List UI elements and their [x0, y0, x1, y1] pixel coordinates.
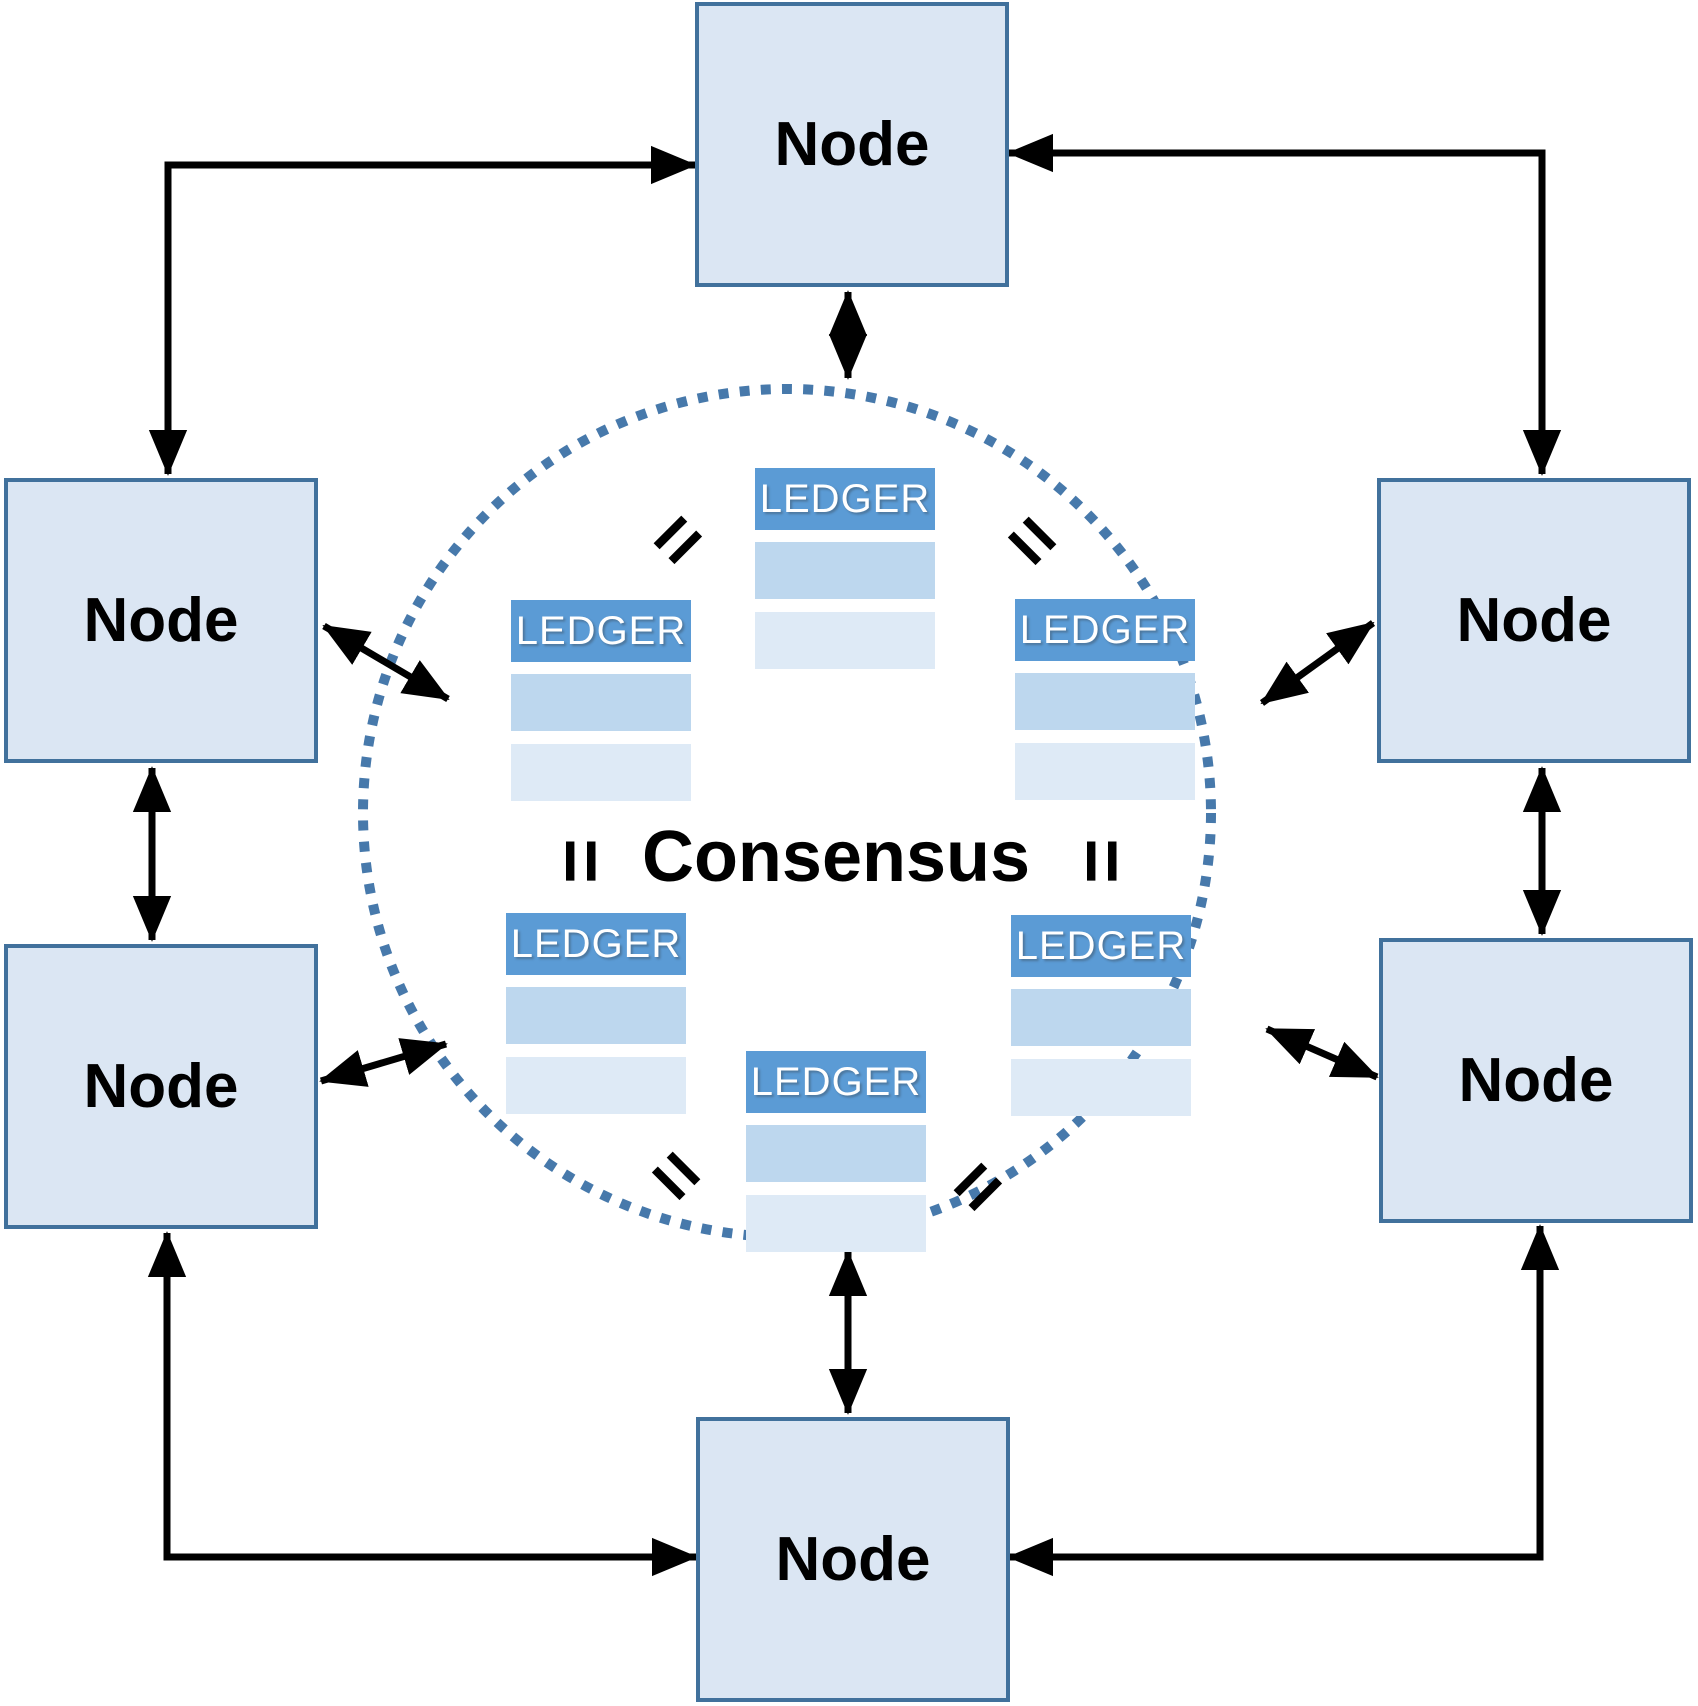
ledger-row	[746, 1125, 926, 1182]
ledger-row	[1011, 1059, 1191, 1116]
node-label: Node	[1456, 586, 1612, 655]
ledger-table-bottom-center: LEDGER	[746, 1051, 926, 1265]
ledger-row	[746, 1195, 926, 1252]
ledger-header: LEDGER	[1011, 915, 1191, 977]
ledger-table-top-center: LEDGER	[755, 468, 935, 682]
equals-symbol-bottom-left: =	[629, 1127, 725, 1223]
ledger-header: LEDGER	[1015, 599, 1195, 661]
node-box-left-lower: Node	[4, 944, 318, 1229]
arrow-leftlower-circle	[319, 1038, 448, 1087]
node-box-left-upper: Node	[4, 478, 318, 763]
ledger-row	[506, 987, 686, 1044]
node-label: Node	[775, 1525, 931, 1594]
ledger-table-upper-left: LEDGER	[511, 600, 691, 814]
arrow-bottomnode-leftlower	[147, 1231, 698, 1577]
equals-symbol-top-left: =	[629, 491, 725, 587]
ledger-header: LEDGER	[755, 468, 935, 530]
node-label: Node	[1458, 1046, 1614, 1115]
arrow-bottomnode-rightlower	[1007, 1224, 1560, 1577]
arrow-topnode-rightupper	[1007, 133, 1562, 476]
ledger-row	[511, 674, 691, 731]
ledger-row	[755, 612, 935, 669]
arrow-leftupper-circle	[322, 622, 450, 703]
arrow-rightupper-circle	[1259, 620, 1376, 706]
ledger-header: LEDGER	[746, 1051, 926, 1113]
ledger-table-lower-left: LEDGER	[506, 913, 686, 1127]
ledger-header: LEDGER	[506, 913, 686, 975]
node-label: Node	[83, 586, 239, 655]
arrow-rightlower-circle	[1265, 1025, 1379, 1081]
node-box-right-lower: Node	[1379, 938, 1693, 1223]
ledger-row	[755, 542, 935, 599]
ledger-row	[506, 1057, 686, 1114]
node-box-right-upper: Node	[1377, 478, 1691, 763]
ledger-table-lower-right: LEDGER	[1011, 915, 1191, 1129]
ledger-row	[1015, 743, 1195, 800]
arrow-topnode-leftupper	[148, 145, 697, 476]
ledger-header: LEDGER	[511, 600, 691, 662]
node-box-bottom: Node	[696, 1417, 1010, 1702]
ledger-row	[1011, 989, 1191, 1046]
node-label: Node	[774, 110, 930, 179]
consensus-label: Consensus	[641, 817, 1031, 897]
ledger-row	[1015, 673, 1195, 730]
ledger-table-upper-right: LEDGER	[1015, 599, 1195, 813]
ledger-row	[511, 744, 691, 801]
node-box-top: Node	[695, 2, 1009, 287]
equals-symbol-bottom-right: =	[929, 1138, 1025, 1234]
node-label: Node	[83, 1052, 239, 1121]
equals-symbol-top-right: =	[985, 492, 1081, 588]
